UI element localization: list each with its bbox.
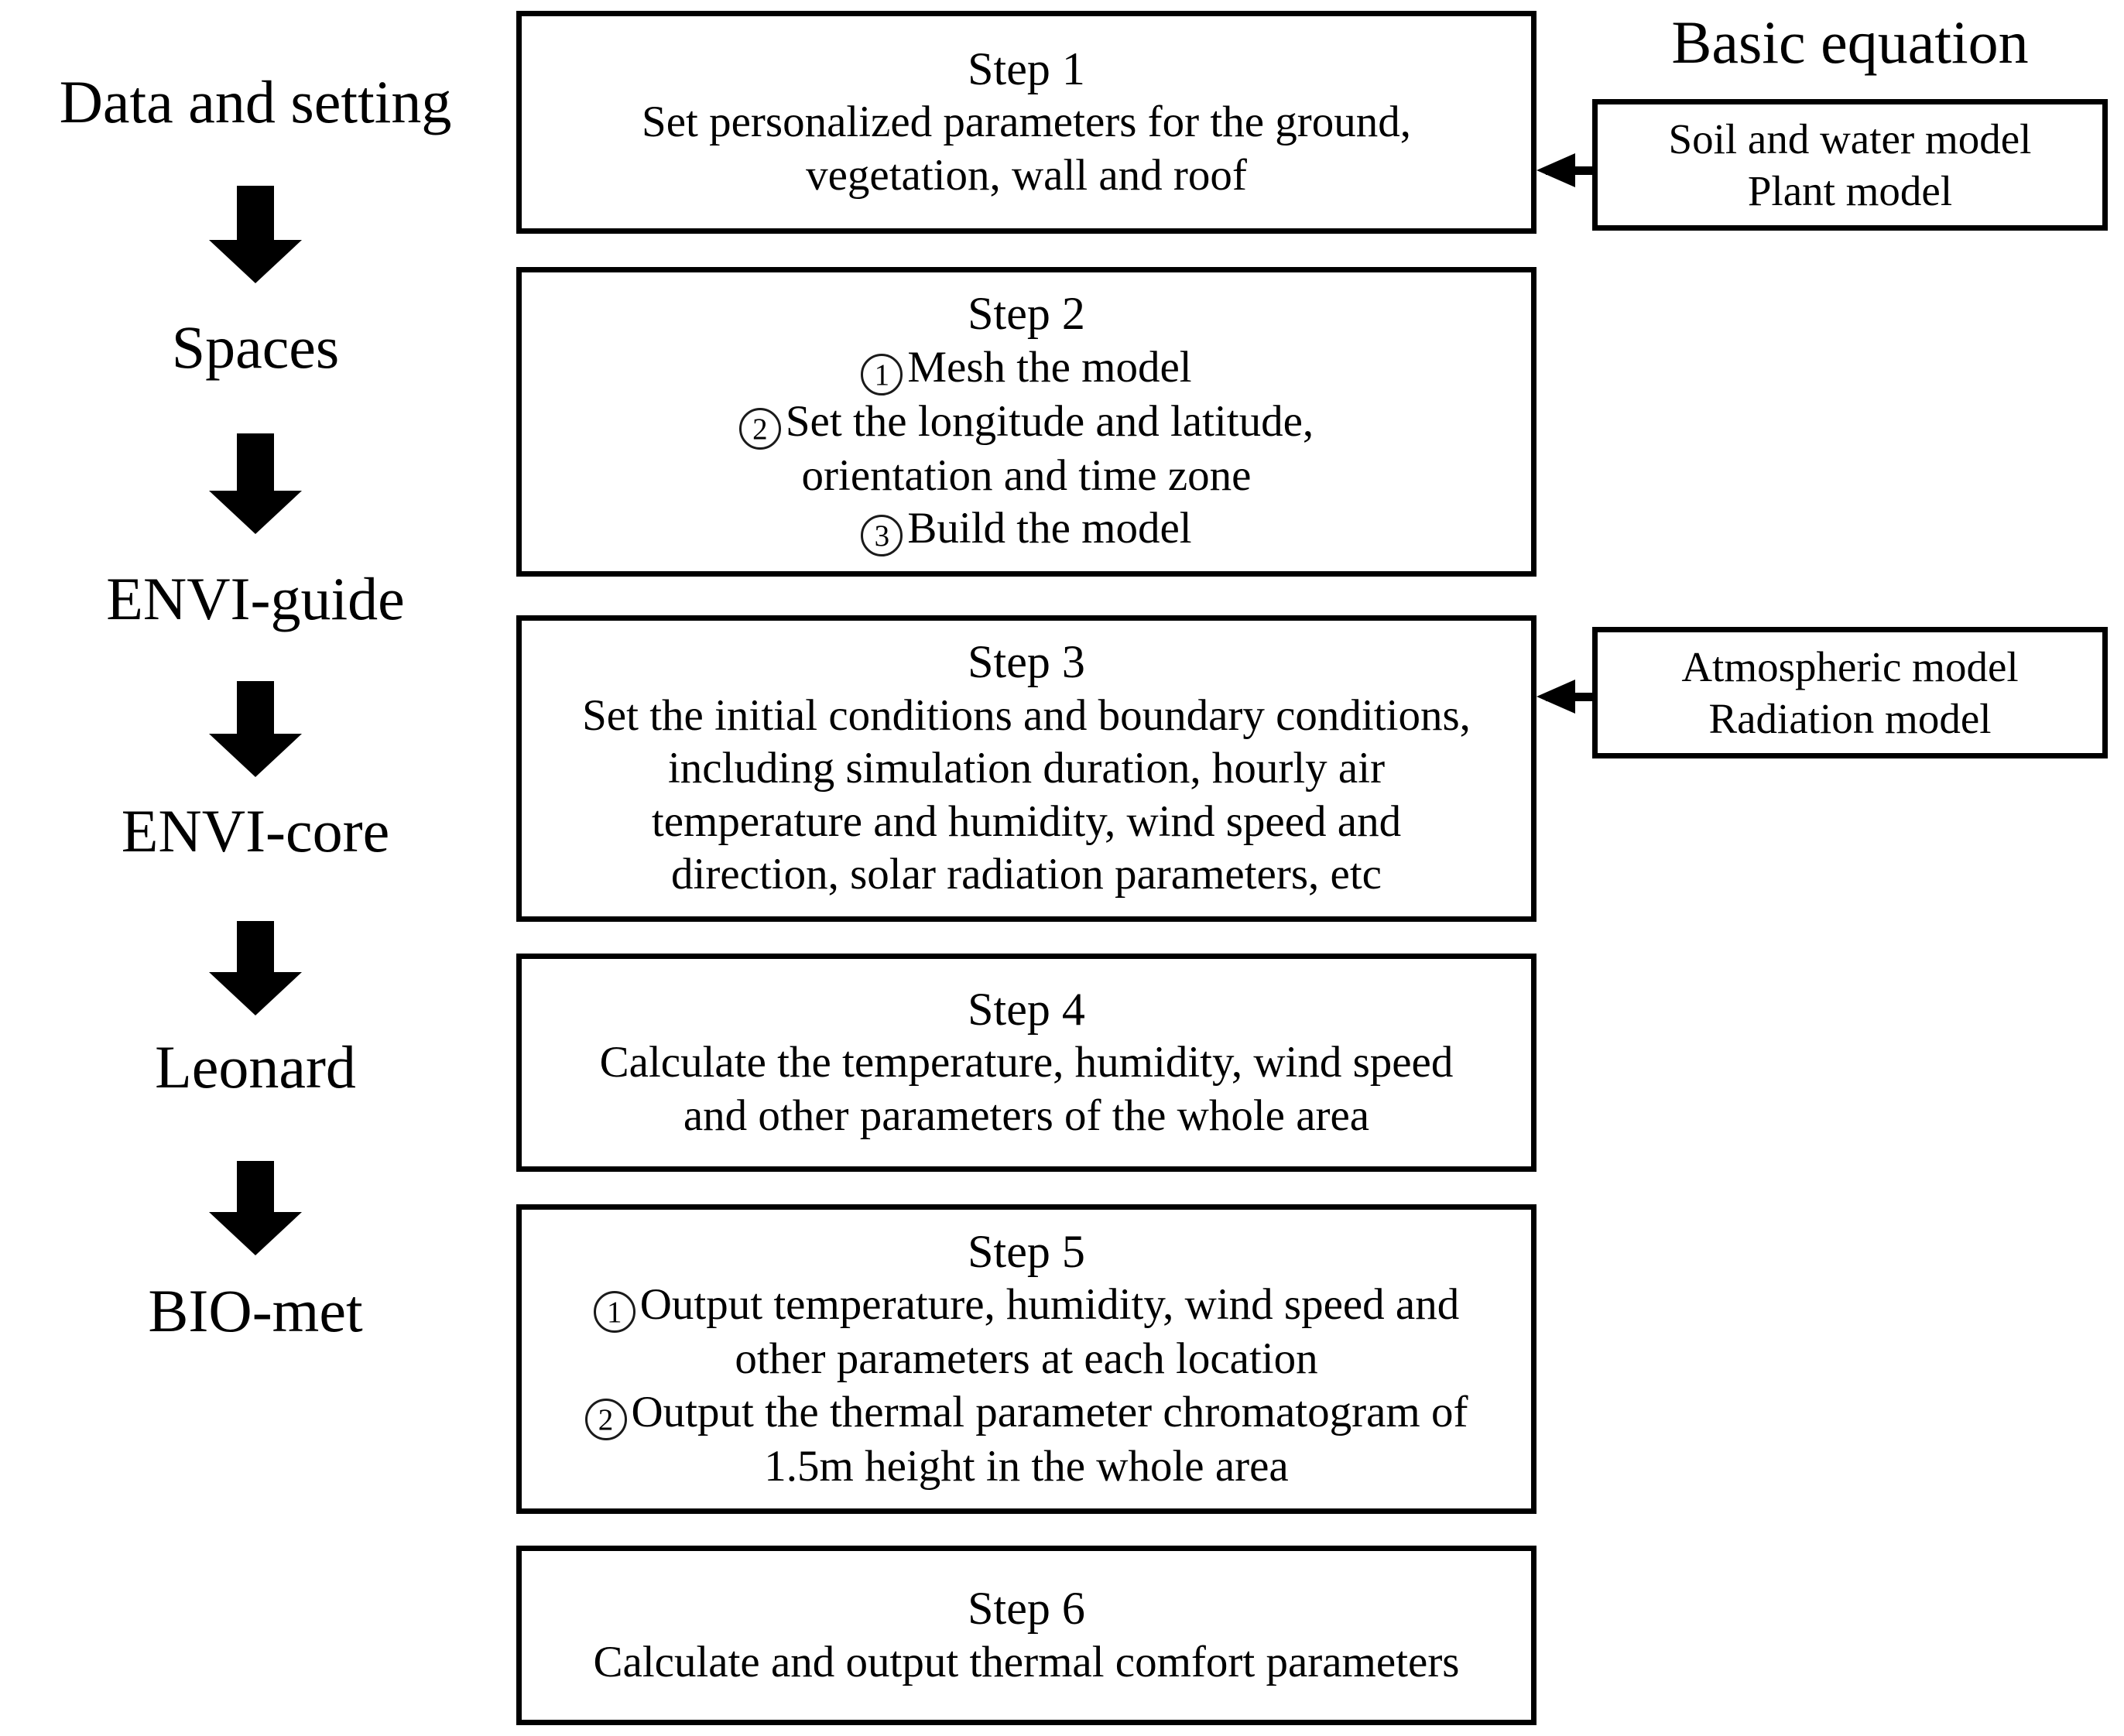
step-line: and other parameters of the whole area — [683, 1091, 1370, 1140]
step-title: Step 6 — [968, 1583, 1085, 1634]
step-line: 1.5m height in the whole area — [764, 1441, 1289, 1491]
stage-label-envi-core: ENVI-core — [121, 797, 390, 865]
step-title: Step 5 — [968, 1225, 1085, 1277]
step-line-text: Output the thermal parameter chromatogra… — [631, 1387, 1468, 1436]
circled-number-3: 3 — [861, 514, 903, 556]
stage-label-envi-guide: ENVI-guide — [106, 565, 405, 632]
side-box-soil-water-plant: Soil and water model Plant model — [1592, 99, 2108, 231]
stage-label-data-and-setting: Data and setting — [59, 68, 452, 135]
side-box-line: Atmospheric model — [1681, 642, 2019, 690]
step-line: Set personalized parameters for the grou… — [642, 98, 1411, 147]
side-box-line: Plant model — [1747, 167, 1953, 214]
basic-equation-heading: Basic equation — [1671, 9, 2029, 76]
step-title: Step 4 — [968, 983, 1085, 1035]
step-line: vegetation, wall and roof — [806, 150, 1247, 200]
step-line: Set the initial conditions and boundary … — [582, 691, 1471, 741]
step-line: temperature and humidity, wind speed and — [651, 796, 1402, 846]
circled-number-2: 2 — [738, 407, 781, 450]
step-title: Step 3 — [968, 636, 1085, 688]
step-line: Calculate the temperature, humidity, win… — [599, 1038, 1454, 1087]
step-body: Set the initial conditions and boundary … — [533, 690, 1520, 902]
step-body: Set personalized parameters for the grou… — [533, 96, 1520, 202]
step-box-4: Step 4 Calculate the temperature, humidi… — [516, 954, 1536, 1172]
circled-number-1: 1 — [861, 353, 903, 395]
stage-label-bio-met: BIO-met — [148, 1277, 363, 1344]
step-line-text: Output temperature, humidity, wind speed… — [639, 1280, 1460, 1330]
step-line: Calculate and output thermal comfort par… — [593, 1637, 1460, 1686]
step-line: orientation and time zone — [801, 450, 1252, 500]
circled-number-2: 2 — [584, 1398, 627, 1440]
step-title: Step 2 — [968, 288, 1085, 339]
step-box-6: Step 6 Calculate and output thermal comf… — [516, 1546, 1536, 1725]
step-body: Calculate and output thermal comfort par… — [533, 1636, 1520, 1689]
step-line-text: Build the model — [907, 503, 1192, 553]
side-box-line: Radiation model — [1708, 695, 1992, 742]
step-box-1: Step 1 Set personalized parameters for t… — [516, 11, 1536, 234]
step-line-text: Set the longitude and latitude, — [785, 396, 1314, 446]
side-box-atmospheric-radiation: Atmospheric model Radiation model — [1592, 627, 2108, 758]
step-line-text: Mesh the model — [907, 342, 1192, 392]
step-box-3: Step 3 Set the initial conditions and bo… — [516, 615, 1536, 922]
circled-number-1: 1 — [593, 1291, 635, 1334]
step-body: Calculate the temperature, humidity, win… — [533, 1036, 1520, 1142]
stage-label-spaces: Spaces — [171, 313, 340, 381]
stage-label-leonard: Leonard — [155, 1033, 356, 1101]
step-title: Step 1 — [968, 43, 1085, 94]
side-box-line: Soil and water model — [1668, 115, 2032, 163]
step-line: other parameters at each location — [735, 1334, 1318, 1384]
step-line: including simulation duration, hourly ai… — [667, 744, 1386, 793]
step-line: direction, solar radiation parameters, e… — [671, 850, 1382, 899]
